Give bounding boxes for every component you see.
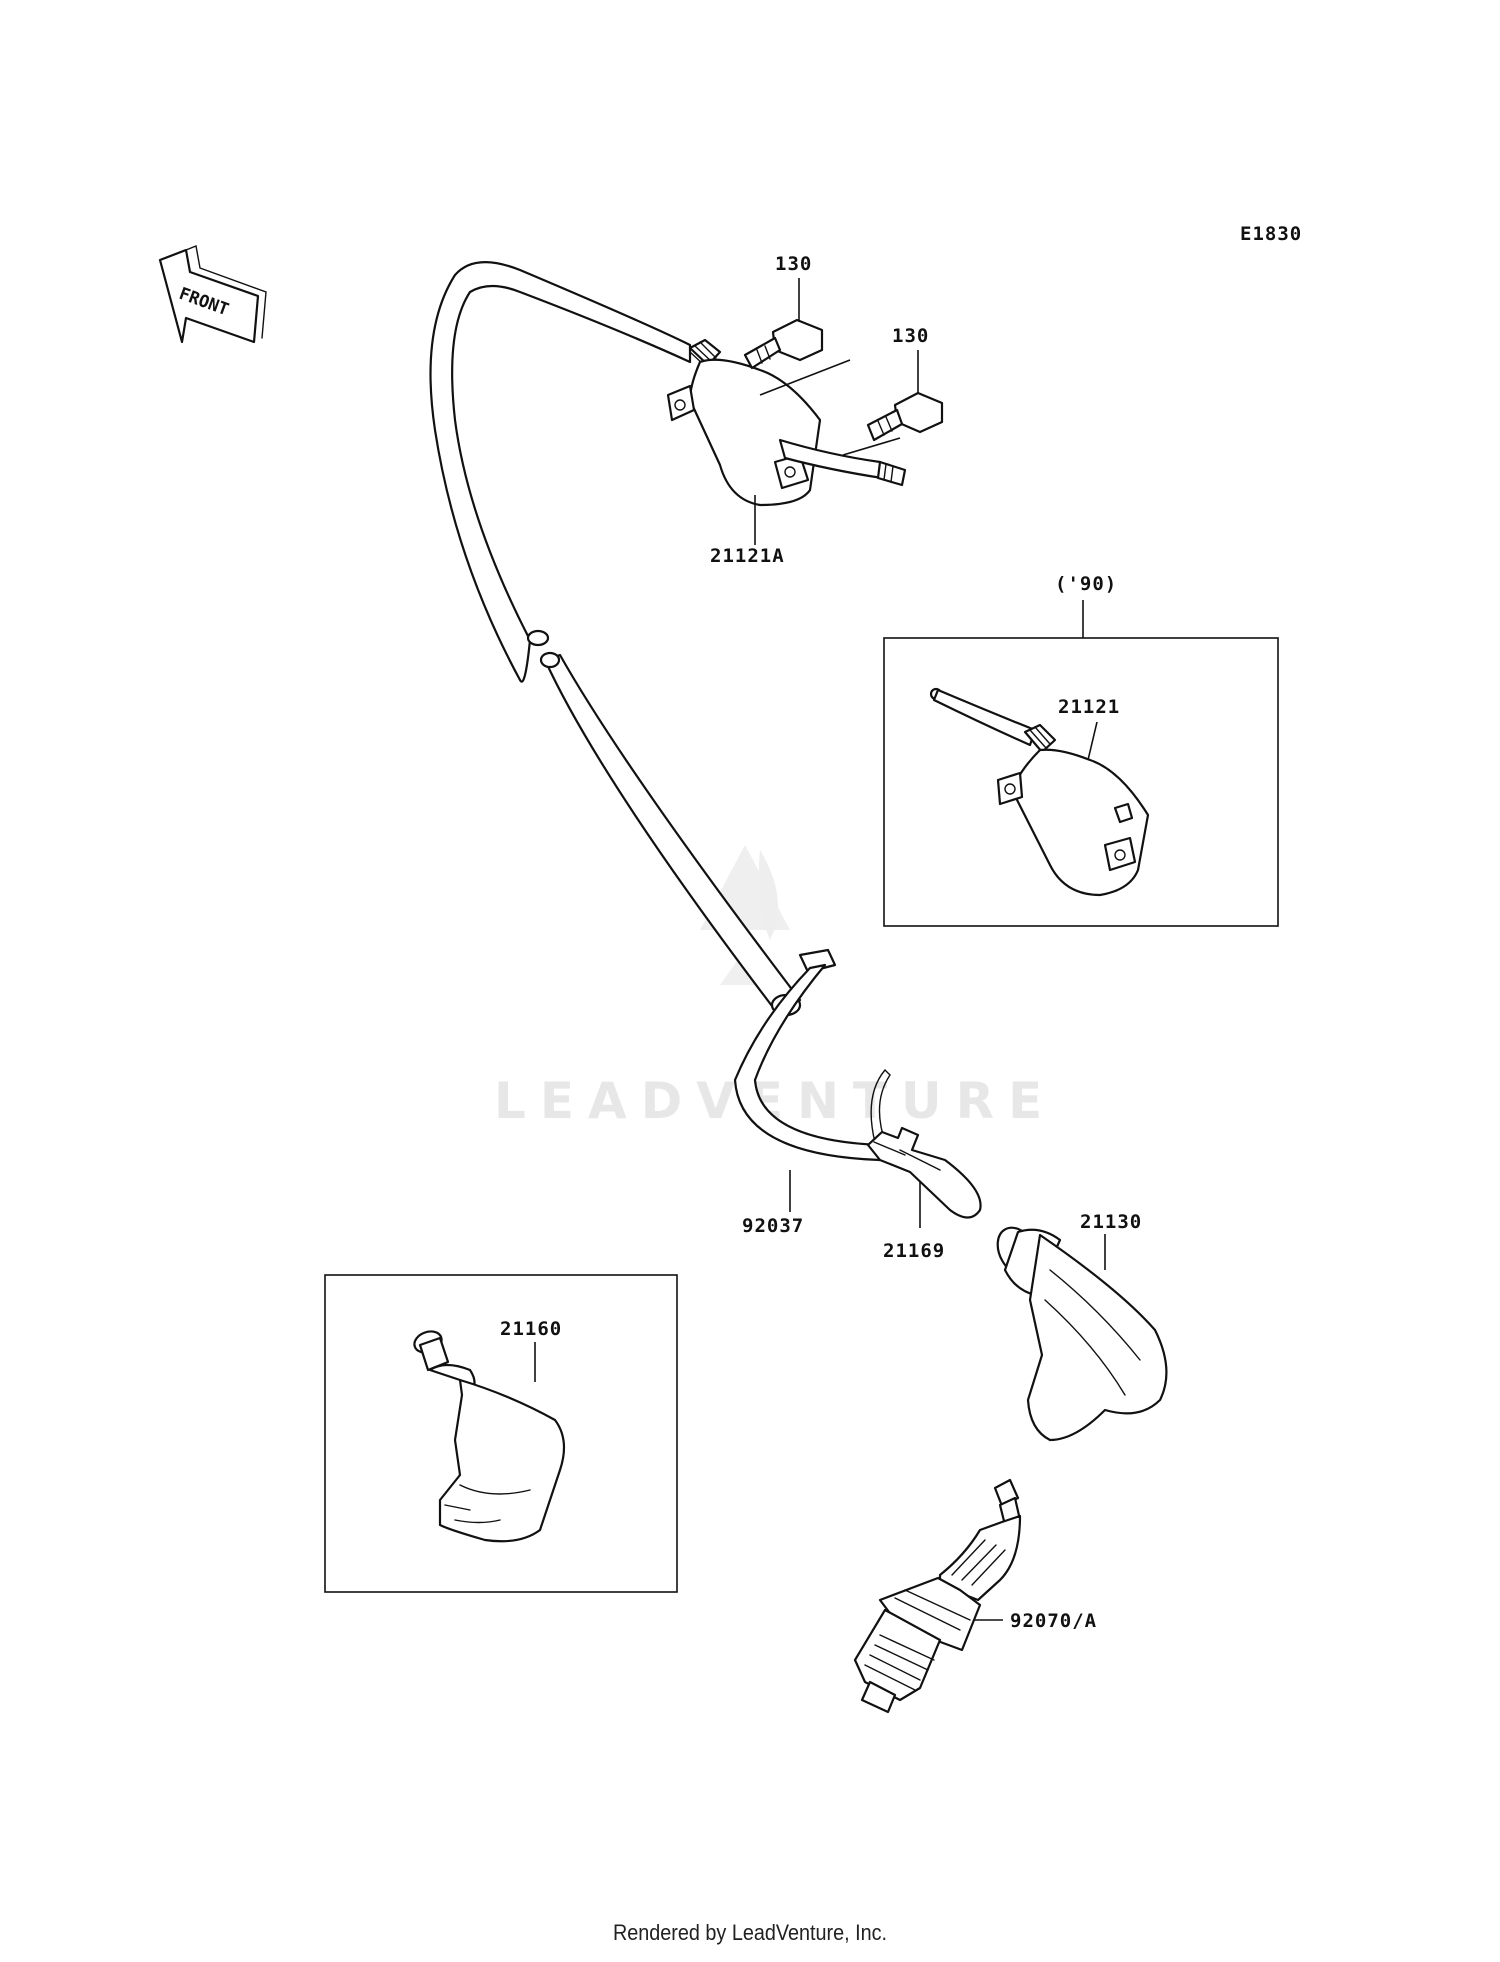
spark-plug-cap-icon xyxy=(996,1226,1168,1442)
variant-box-cap xyxy=(324,1274,678,1593)
ignition-coil-main-icon xyxy=(666,338,907,507)
ignition-coil-alt-icon xyxy=(929,687,1150,897)
ht-lead-icon xyxy=(429,261,802,1017)
variant-box-coil xyxy=(883,637,1279,927)
diagram-code: E1830 xyxy=(1240,223,1302,245)
bolt-2-icon xyxy=(866,391,944,442)
callout-bolt-1: 130 xyxy=(775,253,812,275)
callout-cap-alt: 21160 xyxy=(500,1318,562,1340)
footer-credit: Rendered by LeadVenture, Inc. xyxy=(612,1920,888,1945)
callout-clamp: 21169 xyxy=(883,1240,945,1262)
bolt-1-icon xyxy=(743,318,824,370)
callout-coil-alt-note: ('90) xyxy=(1055,573,1117,595)
callout-coil-alt: 21121 xyxy=(1058,696,1120,718)
callout-bolt-2: 130 xyxy=(892,325,929,347)
callout-coil-main: 21121A xyxy=(710,545,785,567)
spark-plug-icon xyxy=(853,1478,1022,1714)
callout-plug: 92070/A xyxy=(1010,1610,1097,1632)
callout-band: 92037 xyxy=(742,1215,804,1237)
callout-cap: 21130 xyxy=(1080,1211,1142,1233)
leader-lines xyxy=(534,278,1106,1621)
clamp-icon xyxy=(866,1126,982,1219)
front-arrow-icon: FRONT xyxy=(158,245,267,344)
spark-plug-cap-alt-icon xyxy=(413,1330,566,1543)
